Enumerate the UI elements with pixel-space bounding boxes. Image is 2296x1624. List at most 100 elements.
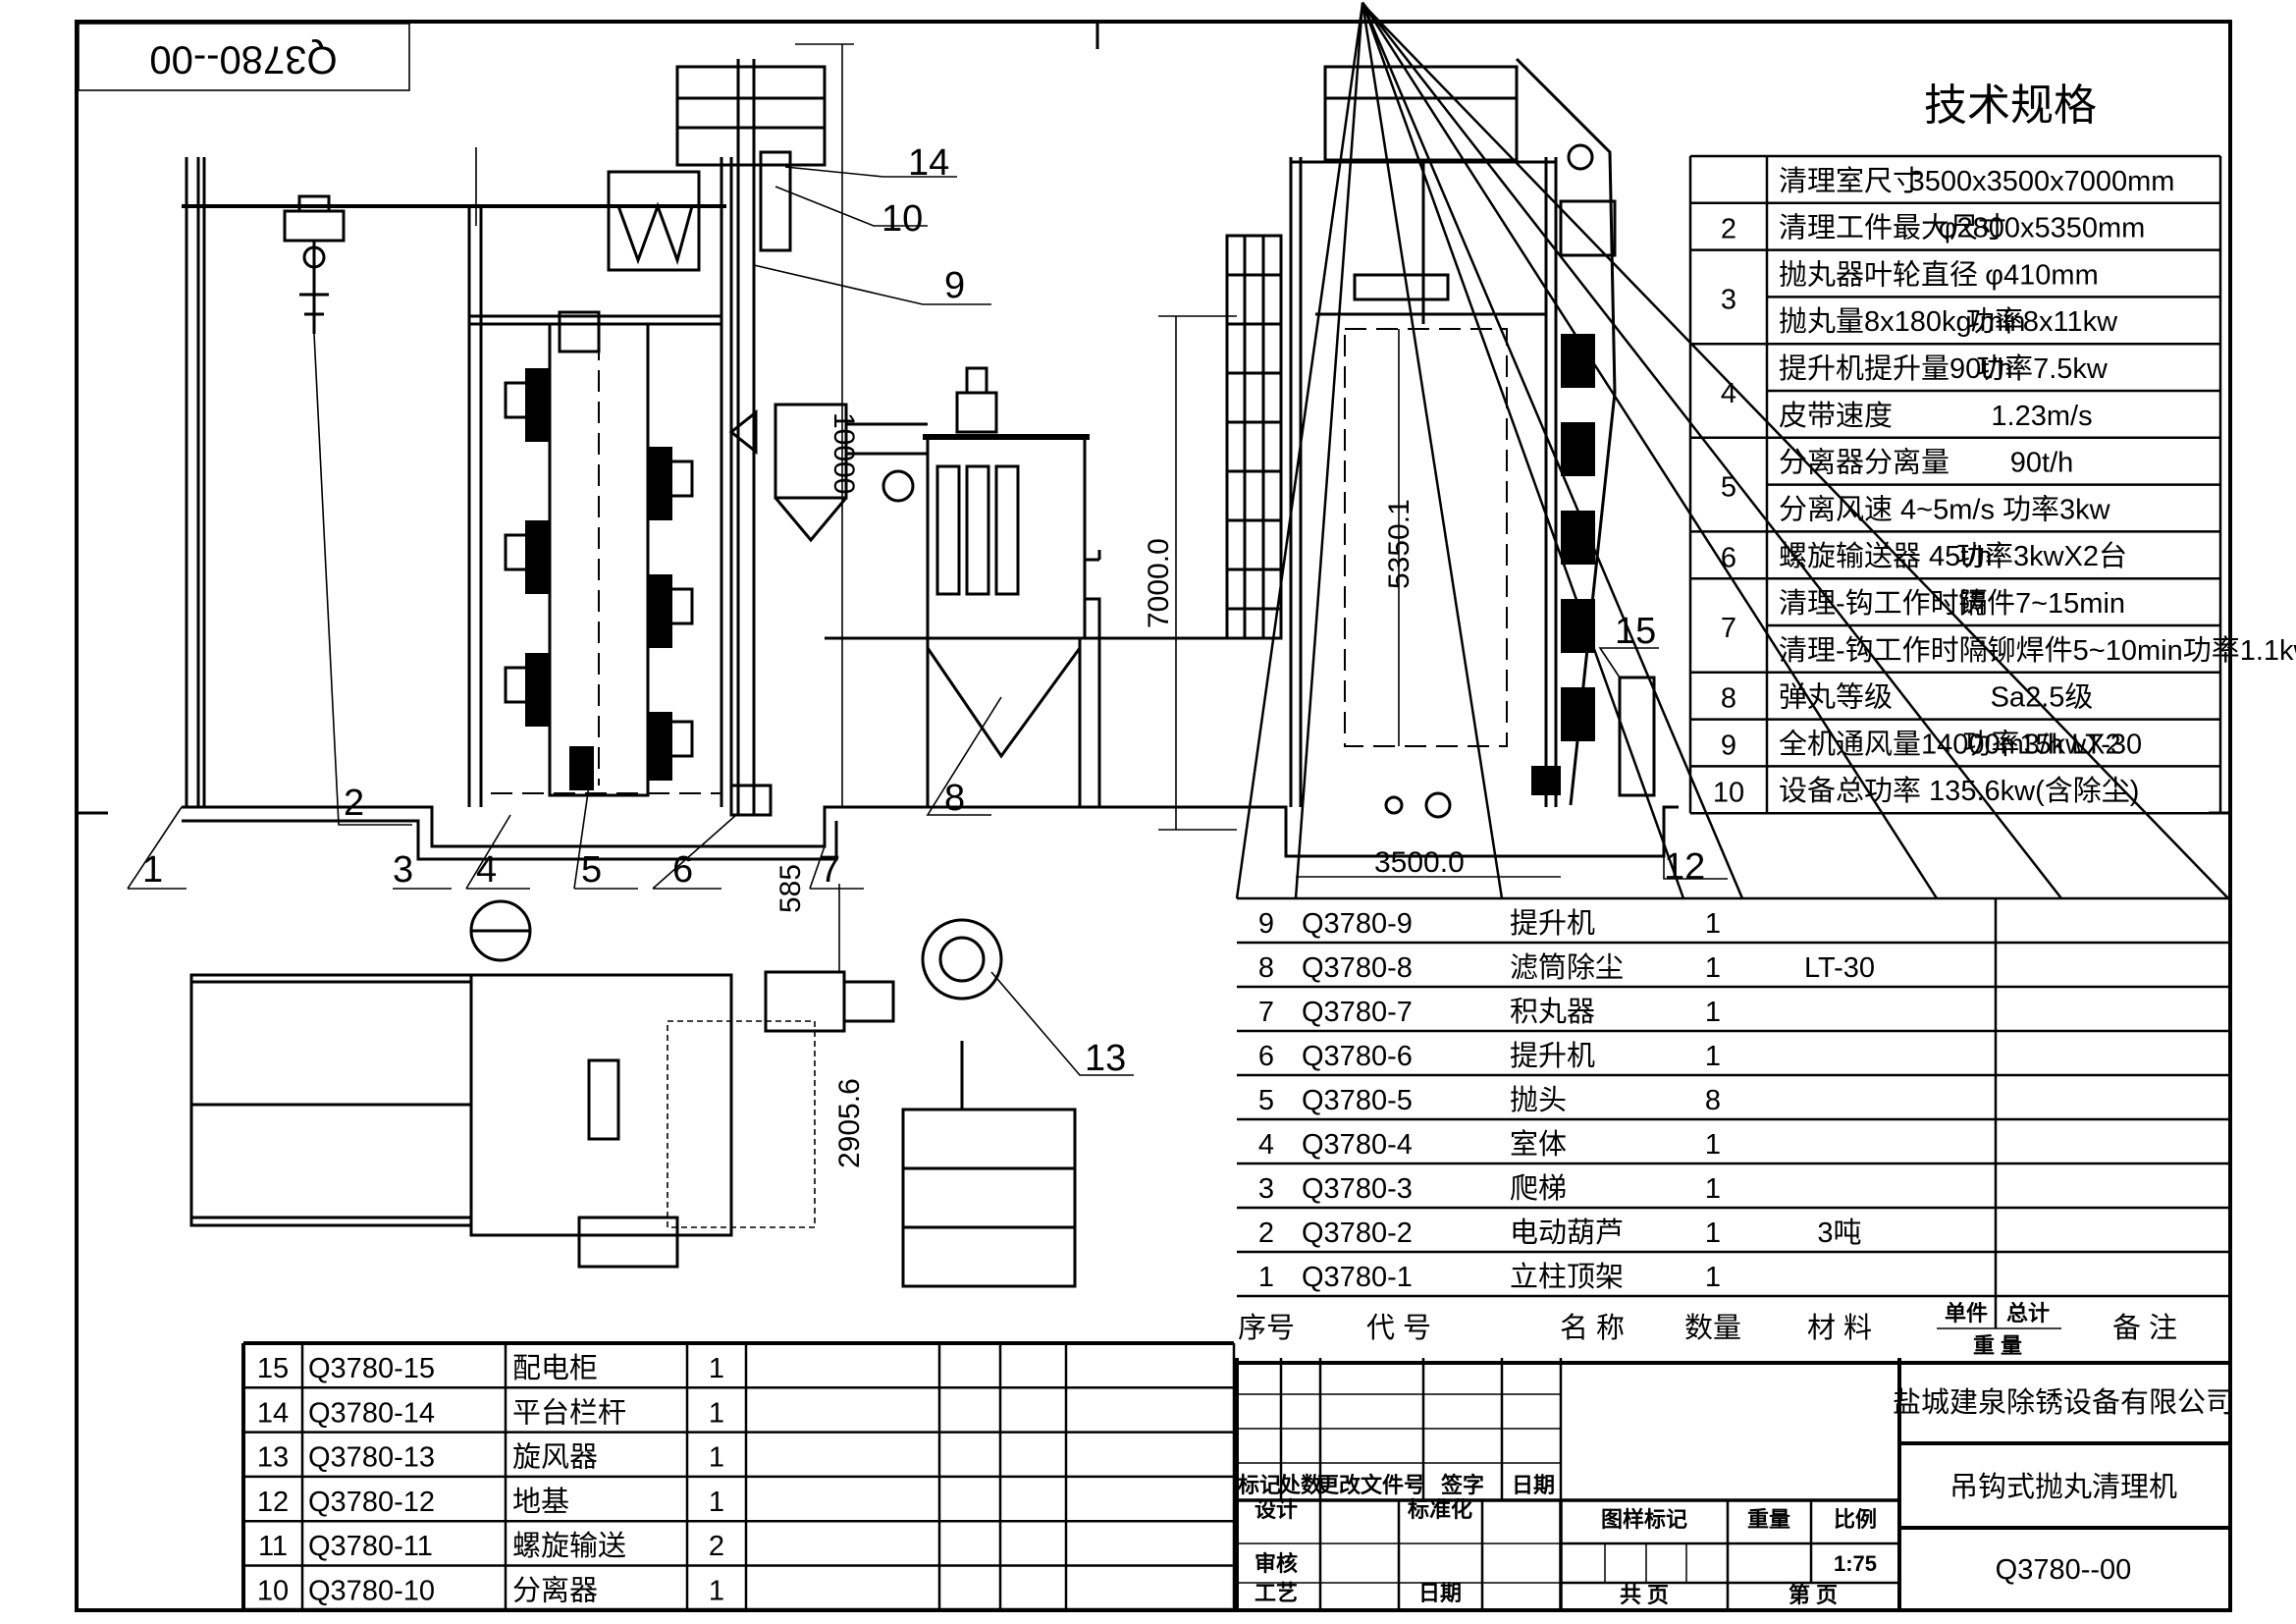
part-quantity: 1 bbox=[709, 1487, 724, 1518]
spec-value: φ410mm bbox=[1985, 259, 2099, 291]
label-date: 日期 bbox=[1512, 1473, 1555, 1497]
part-quantity: 1 bbox=[1705, 908, 1721, 940]
part-quantity: 1 bbox=[1705, 1218, 1721, 1249]
part-code: Q3780-8 bbox=[1302, 952, 1413, 984]
spec-label: 提升机提升量90t/h bbox=[1779, 352, 2013, 385]
table-rule bbox=[1235, 3, 1364, 899]
part-number: 2 bbox=[1258, 1218, 1274, 1249]
spec-value: Sa2.5级 bbox=[1991, 681, 2094, 714]
part-name: 电动葫芦 bbox=[1510, 1217, 1624, 1249]
dimension-pit: 585 bbox=[774, 864, 807, 913]
spec-row-number: 6 bbox=[1721, 542, 1736, 573]
part-code: Q3780-5 bbox=[1302, 1085, 1413, 1116]
scale-value: 1:75 bbox=[1834, 1551, 1877, 1576]
label-count: 处数 bbox=[1278, 1473, 1323, 1497]
callout-12: 12 bbox=[1664, 846, 1705, 888]
spec-value: 功率7.5kw bbox=[1976, 352, 2109, 385]
rotated-drawing-number-box: Q3780--00 bbox=[78, 23, 410, 91]
spec-row-number: 3 bbox=[1721, 284, 1736, 315]
part-number: 4 bbox=[1258, 1129, 1274, 1161]
part-name: 抛头 bbox=[1510, 1084, 1567, 1116]
part-code: Q3780-9 bbox=[1302, 908, 1413, 940]
company-name: 盐城建泉除锈设备有限公司 bbox=[1893, 1386, 2234, 1419]
dimension-room-height: 7000.0 bbox=[1143, 538, 1175, 628]
part-material: 3吨 bbox=[1817, 1217, 1861, 1249]
plan-view: 585 2905.6 bbox=[189, 864, 1077, 1288]
part-quantity: 1 bbox=[1705, 1041, 1721, 1072]
spec-label: 清理工件最大尺寸 bbox=[1779, 212, 2006, 244]
table-rule bbox=[1294, 2, 1364, 899]
callout-7: 7 bbox=[820, 849, 840, 891]
spec-value: 3500x3500x7000mm bbox=[1909, 166, 2175, 197]
label-design: 设计 bbox=[1255, 1497, 1298, 1522]
part-number: 7 bbox=[1258, 997, 1274, 1028]
spec-label: 分离风速 4~5m/s 功率3kw bbox=[1779, 493, 2111, 525]
label-review: 审核 bbox=[1255, 1551, 1298, 1576]
spec-label: 抛丸量8x180kg/min bbox=[1779, 305, 2025, 338]
dimension-work-height: 5350.1 bbox=[1383, 499, 1415, 589]
part-quantity: 1 bbox=[1705, 952, 1721, 984]
label-date2: 日期 bbox=[1418, 1581, 1462, 1605]
table-rule bbox=[1362, 1, 2062, 899]
spec-row-number: 7 bbox=[1721, 613, 1736, 644]
spec-label: 分离器分离量 bbox=[1779, 447, 1949, 479]
callout-13: 13 bbox=[1085, 1038, 1126, 1079]
spec-row-number: 8 bbox=[1721, 683, 1736, 715]
spec-value: 功率15kwX2 bbox=[1962, 728, 2120, 760]
rotated-drawing-number: Q3780--00 bbox=[149, 37, 337, 81]
part-quantity: 1 bbox=[709, 1397, 724, 1429]
part-code: Q3780-13 bbox=[308, 1442, 435, 1474]
part-name: 立柱顶架 bbox=[1510, 1261, 1624, 1293]
spec-value: 铸件7~15min bbox=[1958, 587, 2125, 620]
part-number: 14 bbox=[257, 1397, 289, 1429]
part-name: 螺旋输送 bbox=[512, 1530, 626, 1562]
left-elevation-view: 10000 7000.0 bbox=[182, 43, 1283, 861]
part-code: Q3780-4 bbox=[1302, 1129, 1413, 1161]
drawing-number: Q3780--00 bbox=[1996, 1554, 2132, 1586]
part-code: Q3780-6 bbox=[1302, 1041, 1413, 1072]
part-name: 积丸器 bbox=[1510, 996, 1595, 1028]
header-total-weight: 总计 bbox=[2006, 1301, 2050, 1326]
part-number: 11 bbox=[258, 1531, 288, 1562]
callout-9: 9 bbox=[944, 265, 965, 306]
spec-table: 清理室尺寸3500x3500x7000mm清理工件最大尺寸φ2800x5350m… bbox=[1688, 154, 2296, 815]
cyclone bbox=[921, 918, 1003, 1001]
table-rule bbox=[1362, 3, 2229, 899]
spec-label: 设备总功率 135.6kw(含除尘) bbox=[1779, 775, 2139, 807]
table-rule bbox=[1361, 2, 1504, 899]
blast-heads bbox=[504, 368, 694, 781]
spec-value: 1.23m/s bbox=[1991, 401, 2092, 432]
part-number: 1 bbox=[1258, 1262, 1274, 1293]
part-name: 滤筒除尘 bbox=[1510, 951, 1624, 984]
header-unit-weight: 单件 bbox=[1945, 1301, 1988, 1326]
part-quantity: 1 bbox=[709, 1576, 724, 1607]
label-sample-mark: 图样标记 bbox=[1601, 1507, 1687, 1532]
spec-row-number: 2 bbox=[1721, 214, 1736, 245]
part-quantity: 1 bbox=[1705, 1173, 1721, 1205]
spec-value: 功率3kwX2台 bbox=[1956, 540, 2127, 572]
callout-5: 5 bbox=[581, 849, 602, 891]
label-process: 工艺 bbox=[1255, 1581, 1298, 1605]
label-page: 第 页 bbox=[1789, 1583, 1838, 1607]
part-name: 室体 bbox=[1510, 1128, 1567, 1161]
part-name: 地基 bbox=[512, 1486, 569, 1518]
part-code: Q3780-1 bbox=[1302, 1262, 1413, 1293]
part-number: 10 bbox=[257, 1576, 289, 1607]
header-qty: 数量 bbox=[1684, 1312, 1741, 1344]
table-rule bbox=[1361, 1, 1939, 899]
spec-row-number: 9 bbox=[1721, 731, 1736, 762]
right-elevation-view: 5350.1 3500.0 bbox=[1271, 57, 1679, 879]
part-number: 13 bbox=[257, 1442, 289, 1474]
part-quantity: 1 bbox=[709, 1442, 724, 1474]
table-rule bbox=[1361, 2, 1744, 899]
header-weight: 重 量 bbox=[1973, 1333, 2022, 1358]
spec-value: 功率8x11kw bbox=[1966, 305, 2118, 338]
part-quantity: 1 bbox=[1705, 997, 1721, 1028]
part-quantity: 8 bbox=[1705, 1085, 1721, 1116]
part-code: Q3780-10 bbox=[308, 1576, 435, 1607]
part-code: Q3780-7 bbox=[1302, 997, 1413, 1028]
part-number: 8 bbox=[1258, 952, 1274, 984]
callout-6: 6 bbox=[672, 849, 693, 891]
spec-label: 抛丸器叶轮直径 bbox=[1779, 258, 1978, 291]
